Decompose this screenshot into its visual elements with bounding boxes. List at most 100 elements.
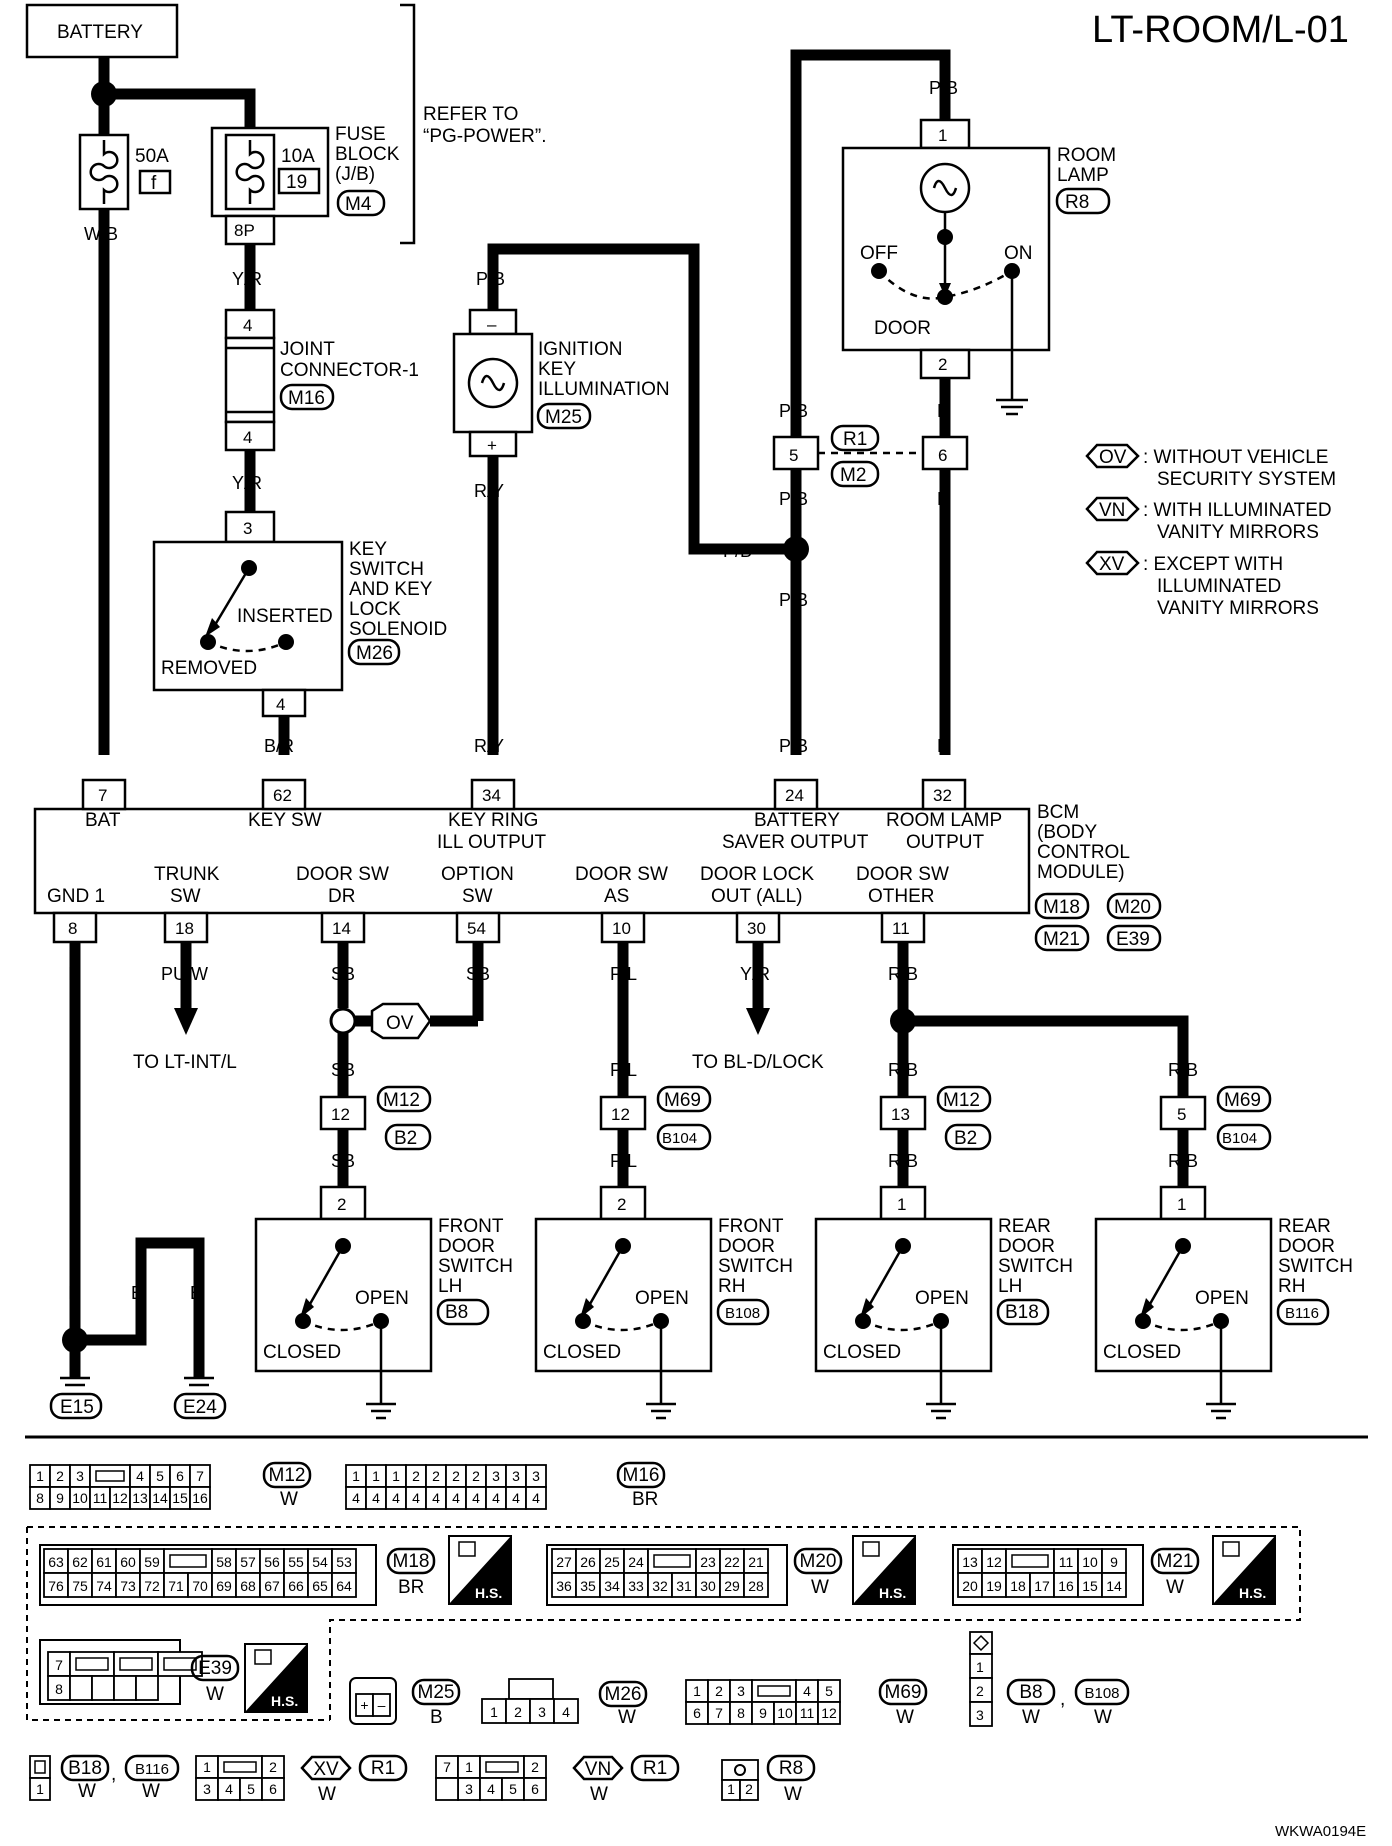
svg-text:4: 4 <box>492 1490 500 1506</box>
svg-text:SW: SW <box>170 886 201 907</box>
svg-text:P/B: P/B <box>779 401 808 421</box>
svg-text:12: 12 <box>331 1105 350 1124</box>
svg-text:CLOSED: CLOSED <box>1103 1342 1181 1363</box>
svg-text:DOOR LOCK: DOOR LOCK <box>700 864 814 885</box>
svg-text:1: 1 <box>976 1659 984 1675</box>
svg-text:M25: M25 <box>418 1682 455 1703</box>
svg-text:M12: M12 <box>943 1090 980 1111</box>
svg-text:3: 3 <box>976 1707 984 1723</box>
svg-text:3: 3 <box>538 1704 546 1720</box>
svg-text:12: 12 <box>112 1490 128 1506</box>
svg-text:72: 72 <box>144 1578 160 1594</box>
svg-text:8: 8 <box>68 919 77 938</box>
svg-text:5: 5 <box>825 1683 833 1699</box>
svg-text:10: 10 <box>72 1490 88 1506</box>
svg-text:1: 1 <box>465 1759 473 1775</box>
svg-text:OUTPUT: OUTPUT <box>906 832 985 853</box>
svg-text:W: W <box>784 1784 802 1805</box>
svg-text:13: 13 <box>132 1490 148 1506</box>
svg-text:1: 1 <box>392 1468 400 1484</box>
svg-text:GND 1: GND 1 <box>47 886 105 907</box>
svg-text:B108: B108 <box>725 1305 760 1322</box>
svg-text:RH: RH <box>1278 1276 1305 1297</box>
svg-text:2: 2 <box>269 1759 277 1775</box>
svg-text:33: 33 <box>628 1578 644 1594</box>
svg-text:M12: M12 <box>383 1090 420 1111</box>
svg-text:4: 4 <box>432 1490 440 1506</box>
svg-text:B104: B104 <box>1222 1130 1257 1147</box>
svg-text:11: 11 <box>93 1490 108 1506</box>
svg-text:4: 4 <box>392 1490 400 1506</box>
intermediate-connectors: 12 M12 B2 12 M69 B104 13 M12 B2 5 M69 B1… <box>319 1085 1272 1151</box>
svg-text:SECURITY SYSTEM: SECURITY SYSTEM <box>1157 469 1336 490</box>
svg-text:9: 9 <box>759 1705 767 1721</box>
svg-text:W: W <box>142 1781 160 1802</box>
svg-text:2: 2 <box>938 355 947 374</box>
svg-text:P/B: P/B <box>929 78 958 98</box>
svg-text:BR: BR <box>398 1577 424 1598</box>
svg-text:FUSE: FUSE <box>335 124 386 145</box>
svg-text:14: 14 <box>332 919 351 938</box>
svg-text:64: 64 <box>336 1578 352 1594</box>
battery-box <box>25 3 179 59</box>
bcm-box <box>33 807 1031 915</box>
svg-text:6: 6 <box>269 1781 277 1797</box>
svg-text:10: 10 <box>1082 1554 1098 1570</box>
svg-text:11: 11 <box>1059 1554 1074 1570</box>
svg-text:53: 53 <box>336 1554 352 1570</box>
svg-text:ROOM LAMP: ROOM LAMP <box>886 810 1002 831</box>
svg-text:34: 34 <box>604 1578 620 1594</box>
svg-text:62: 62 <box>72 1554 88 1570</box>
svg-text:3: 3 <box>492 1468 500 1484</box>
svg-text:SB: SB <box>331 1060 355 1080</box>
svg-text:P/L: P/L <box>610 964 637 984</box>
svg-text:54: 54 <box>467 919 486 938</box>
svg-text:B18: B18 <box>1005 1302 1039 1323</box>
svg-text:M2: M2 <box>840 465 866 486</box>
svg-text:5: 5 <box>789 446 798 465</box>
svg-text:66: 66 <box>288 1578 304 1594</box>
door-switches: 2CLOSEDOPENFRONTDOORSWITCHLHB82CLOSEDOPE… <box>254 1185 1353 1420</box>
svg-text:5: 5 <box>1177 1105 1186 1124</box>
svg-text:R8: R8 <box>779 1758 803 1779</box>
svg-text:8: 8 <box>737 1705 745 1721</box>
svg-text:R: R <box>937 401 950 421</box>
svg-text:SB: SB <box>466 964 490 984</box>
svg-text:4: 4 <box>352 1490 360 1506</box>
svg-text:1: 1 <box>36 1468 44 1484</box>
svg-text:3: 3 <box>76 1468 84 1484</box>
svg-text:ON: ON <box>1004 243 1033 264</box>
svg-text:BCM: BCM <box>1037 802 1079 823</box>
svg-text:REAR: REAR <box>998 1216 1051 1237</box>
svg-text:LOCK: LOCK <box>349 599 401 620</box>
svg-text:23: 23 <box>700 1554 716 1570</box>
svg-text:VN: VN <box>585 1759 611 1780</box>
svg-text:B: B <box>131 1283 143 1303</box>
svg-text:26: 26 <box>580 1554 596 1570</box>
svg-text:RH: RH <box>718 1276 745 1297</box>
svg-text:DOOR: DOOR <box>1278 1236 1335 1257</box>
svg-text:: WITHOUT VEHICLE: : WITHOUT VEHICLE <box>1143 447 1328 468</box>
svg-text:IGNITION: IGNITION <box>538 339 622 360</box>
svg-text:5: 5 <box>156 1468 164 1484</box>
svg-text:: EXCEPT WITH: : EXCEPT WITH <box>1143 554 1283 575</box>
svg-text:OFF: OFF <box>860 243 898 264</box>
svg-text:60: 60 <box>120 1554 136 1570</box>
svg-text:62: 62 <box>273 786 292 805</box>
svg-text:DOOR SW: DOOR SW <box>856 864 949 885</box>
svg-text:B2: B2 <box>394 1128 417 1149</box>
svg-text:3: 3 <box>203 1781 211 1797</box>
svg-text:18: 18 <box>1010 1578 1026 1594</box>
svg-text:30: 30 <box>700 1578 716 1594</box>
svg-text:ILL OUTPUT: ILL OUTPUT <box>437 832 546 853</box>
svg-text:2: 2 <box>976 1683 984 1699</box>
svg-text:SWITCH: SWITCH <box>349 559 424 580</box>
svg-text:OTHER: OTHER <box>868 886 935 907</box>
